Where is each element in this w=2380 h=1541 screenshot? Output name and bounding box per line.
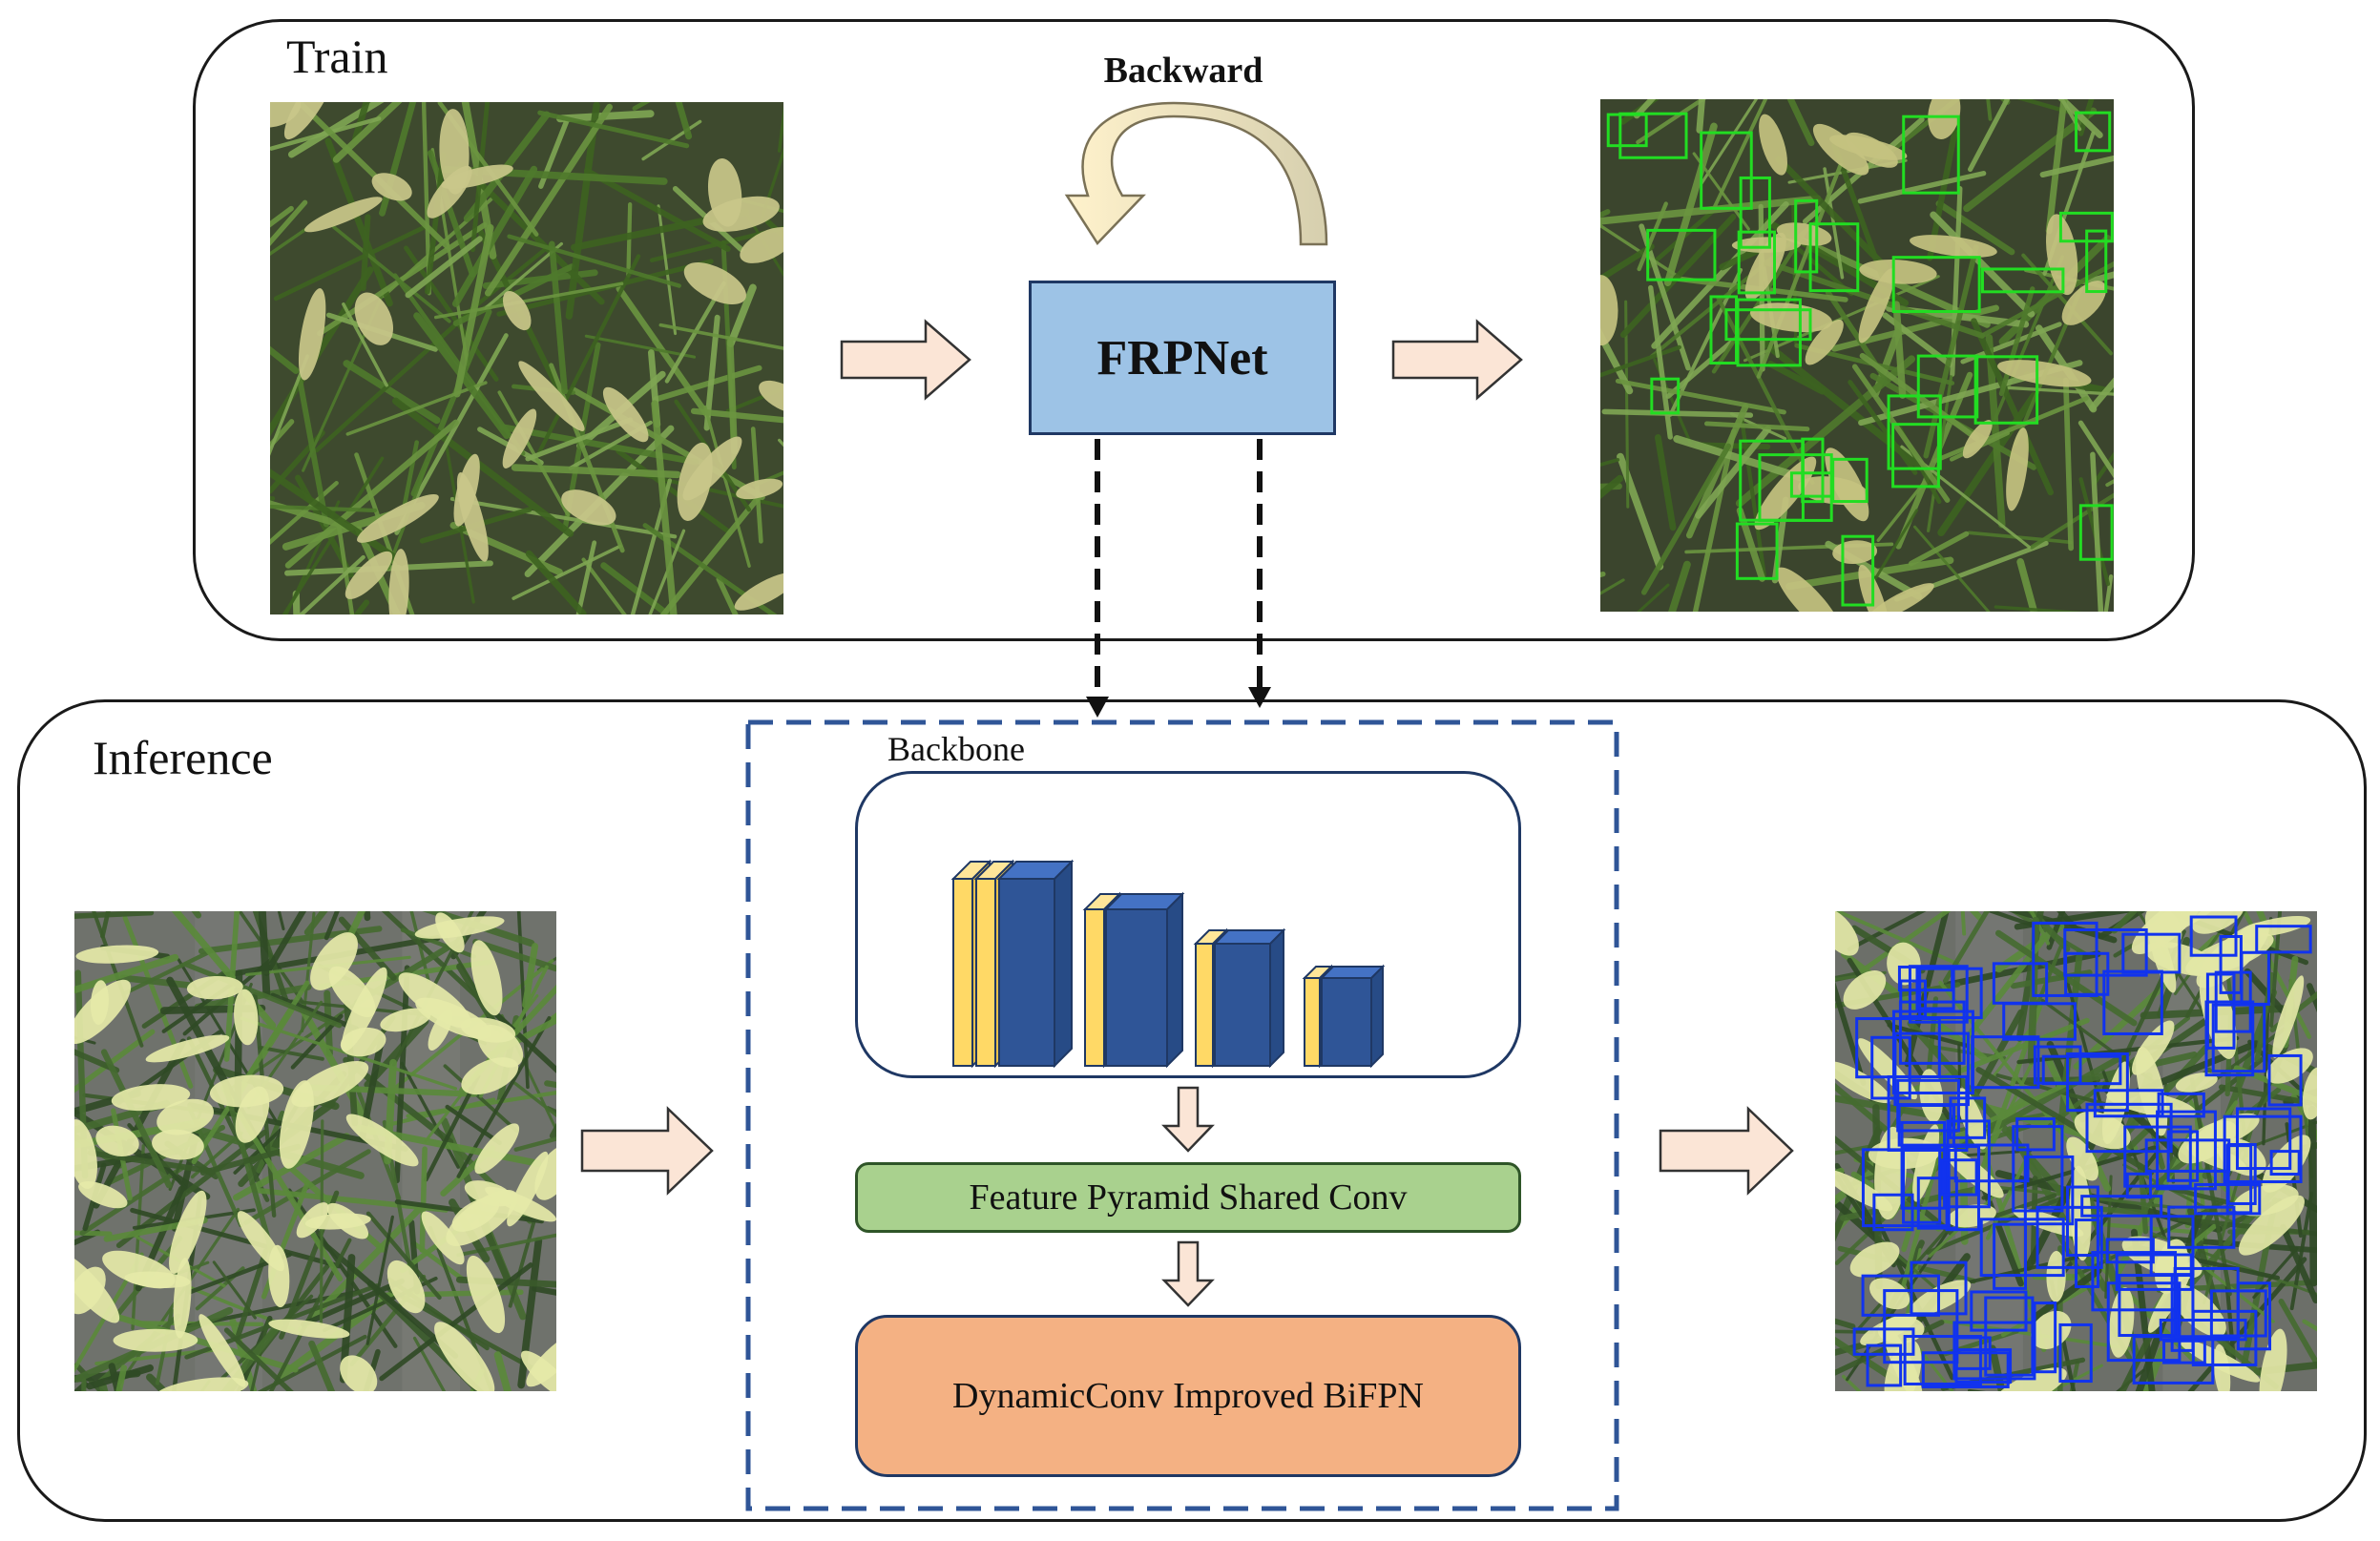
backbone-box <box>855 771 1521 1078</box>
arrow-inference-output <box>1659 1106 1794 1196</box>
arrow-train-output <box>1391 319 1523 401</box>
backbone-blocks <box>950 859 1386 1069</box>
dashed-region <box>745 719 1619 1511</box>
inference-output-image <box>1835 911 2317 1391</box>
backward-label: Backward <box>1103 51 1263 91</box>
arrow-train-input <box>840 319 971 401</box>
arrow-down-fpsc <box>1161 1240 1215 1307</box>
arrow-down-backbone <box>1161 1086 1215 1153</box>
train-input-image <box>270 102 783 614</box>
backbone-label: Backbone <box>887 730 1025 768</box>
feature-pyramid-box: Feature Pyramid Shared Conv <box>855 1162 1521 1233</box>
arrow-inference-input <box>580 1106 714 1196</box>
train-output-image <box>1600 99 2114 612</box>
dashed-link-right-head <box>1248 687 1271 708</box>
dashed-link-left-head <box>1086 697 1109 718</box>
inference-input-image <box>74 911 556 1391</box>
train-label: Train <box>286 30 388 83</box>
inference-label: Inference <box>93 731 273 784</box>
bifpn-box: DynamicConv Improved BiFPN <box>855 1315 1521 1477</box>
backward-arrow <box>1064 101 1328 246</box>
frpnet-box: FRPNet <box>1029 281 1336 435</box>
